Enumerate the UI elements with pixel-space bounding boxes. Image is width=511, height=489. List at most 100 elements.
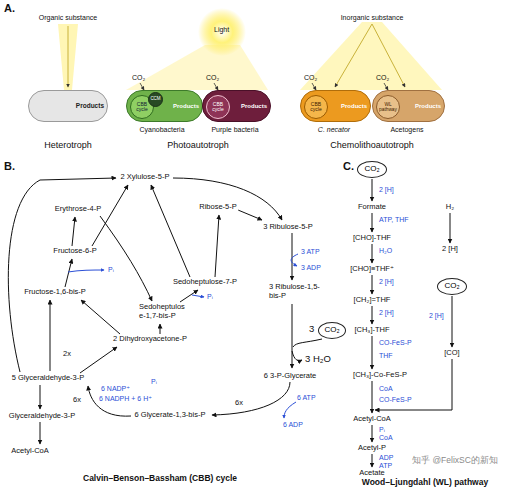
- molecule-ellipse: CO₂: [357, 161, 387, 178]
- metabolite-label: 3 Ribulose-1,5-bis-P: [268, 283, 326, 300]
- small-label: CO₂: [304, 74, 317, 82]
- cofactor-label: CO-FeS-P: [378, 339, 413, 347]
- cofactor-label: 6 NADP⁺: [100, 385, 131, 393]
- metabolite-label: Acetate: [358, 469, 385, 478]
- reactant-label: 3: [309, 324, 314, 335]
- node-text: CBB cycle: [207, 102, 229, 113]
- pathway-circle: WL pathway: [376, 95, 400, 119]
- cell-capsule: Products WL pathway: [372, 90, 445, 122]
- node-text: CCM: [150, 97, 160, 102]
- pathway-circle: CBB cycle: [304, 95, 328, 119]
- small-label: Organic substance: [39, 14, 97, 22]
- cell-capsule: ProductsCBB cycleCCM: [126, 90, 203, 122]
- metabolite-label: 6x: [72, 396, 82, 405]
- metabolite-label: H₂: [445, 203, 455, 212]
- metabolite-label: 6 Glycerate-1,3-bis-P: [134, 411, 207, 420]
- panel-caption: Calvin–Benson–Bassham (CBB) cycle: [83, 474, 237, 484]
- cofactor-label: Pᵢ: [107, 266, 115, 274]
- small-label: CO₂: [376, 74, 389, 82]
- metabolite-label: Erythrose-4-P: [54, 205, 102, 214]
- node-text: CO₂: [444, 282, 459, 290]
- small-label: C. necator: [318, 126, 350, 134]
- cofactor-label: CO-FeS-P: [378, 396, 413, 404]
- cofactor-label: Pᵢ: [378, 426, 386, 434]
- products-text: Products: [341, 103, 367, 109]
- metabolite-label: 3 Ribulose-5-P: [262, 223, 314, 232]
- reactant-label: 3 H₂O: [305, 354, 331, 365]
- small-label: Cyanobacteria: [139, 126, 184, 134]
- cofactor-label: ADP: [378, 454, 394, 462]
- products-text: Products: [415, 103, 441, 109]
- metabolite-label: Formate: [357, 203, 387, 212]
- cofactor-label: Pᵢ: [150, 378, 158, 386]
- cofactor-label: 2 [H]: [378, 278, 395, 286]
- metabolite-label: Glyceraldehyde-3-P: [8, 412, 76, 421]
- metabolite-label: 6 3-P-Glycerate: [263, 372, 318, 381]
- cell-capsule: Products: [28, 90, 108, 122]
- small-label: Inorganic substance: [341, 14, 404, 22]
- metabolite-label: [CH₂]=THF: [353, 296, 392, 305]
- cofactor-label: CoA: [378, 385, 394, 393]
- pathway-circle: CCM: [148, 92, 163, 107]
- pathway-circle: CBB cycle: [206, 95, 230, 119]
- node-text: WL pathway: [377, 102, 399, 112]
- small-label: Purple bacteria: [211, 126, 258, 134]
- cofactor-label: 6 NADPH + 6 H⁺: [98, 395, 153, 403]
- panel-a-art: [58, 8, 442, 90]
- cofactor-label: 3 ADP: [300, 264, 322, 272]
- category-label: Photoautotroph: [167, 140, 229, 150]
- category-label: Heterotroph: [44, 140, 92, 150]
- metabolite-label: [CH₃]-Co-FeS-P: [352, 371, 408, 380]
- metabolite-label: Sedoheptulose-7-P: [172, 278, 238, 287]
- metabolite-label: Acetyl-CoA: [352, 415, 392, 424]
- molecule-ellipse: CO₂: [437, 278, 467, 295]
- metabolite-label: Acetyl-P: [357, 444, 387, 453]
- products-text: Products: [241, 103, 267, 109]
- cell-capsule: Products CBB cycle: [202, 90, 271, 122]
- metabolite-label: Ribose-5-P: [198, 203, 238, 212]
- panel-caption: Wood–Ljungdahl (WL) pathway: [362, 478, 488, 488]
- metabolite-label: 2x: [62, 350, 72, 359]
- metabolite-label: 6x: [234, 399, 244, 408]
- cofactor-label: ATP, THF: [378, 216, 410, 224]
- cofactor-label: 3 ATP: [300, 248, 321, 256]
- cofactor-label: H₂O: [378, 247, 393, 255]
- node-text: CBB cycle: [305, 102, 327, 113]
- molecule-ellipse: CO₂: [318, 322, 346, 339]
- panel-letter: C.: [343, 160, 354, 173]
- metabolite-label: Fructose-6-P: [52, 247, 97, 256]
- metabolite-label: [CO]: [443, 349, 460, 358]
- cofactor-label: 2 [H]: [428, 312, 445, 320]
- node-text: CO₂: [324, 326, 339, 334]
- watermark: 知乎 @FelixSC的新知: [412, 456, 498, 466]
- metabolite-label: [CH₃]-THF: [353, 326, 390, 335]
- cofactor-label: 6 ATP: [296, 394, 317, 402]
- metabolite-label: Acetyl-CoA: [10, 447, 50, 456]
- small-label: Light: [214, 26, 229, 34]
- metabolite-label: Fructose-1,6-bis-P: [23, 288, 87, 297]
- metabolite-label: [CHO]≡THF⁺: [349, 265, 395, 274]
- metabolite-label: 2 [H]: [441, 245, 459, 254]
- metabolite-label: 2 Xylulose-5-P: [120, 173, 171, 182]
- panel-letter: A.: [4, 2, 15, 15]
- cofactor-label: 6 ADP: [282, 421, 304, 429]
- panel-letter: B.: [4, 160, 15, 173]
- cofactor-label: CoA: [378, 434, 394, 442]
- metabolite-label: 2 Dihydroxyacetone-P: [112, 335, 188, 344]
- cofactor-label: 2 [H]: [378, 186, 395, 194]
- cofactor-label: THF: [378, 352, 394, 360]
- cell-capsule: Products CBB cycle: [300, 90, 371, 122]
- node-text: CO₂: [364, 165, 379, 173]
- cofactor-label: 2 [H]: [378, 309, 395, 317]
- metabolite-label: 5 Glyceraldehyde-3-P: [11, 374, 86, 383]
- small-label: CO₂: [132, 74, 145, 82]
- small-label: Acetogens: [390, 126, 423, 134]
- products-text: Products: [173, 103, 199, 109]
- metabolite-label: [CHO]-THF: [352, 234, 392, 243]
- panel-b-arrows: [8, 178, 322, 444]
- cofactor-label: Pᵢ: [206, 293, 214, 301]
- panel-c-arrows: [372, 179, 452, 467]
- products-text: Products: [76, 103, 104, 110]
